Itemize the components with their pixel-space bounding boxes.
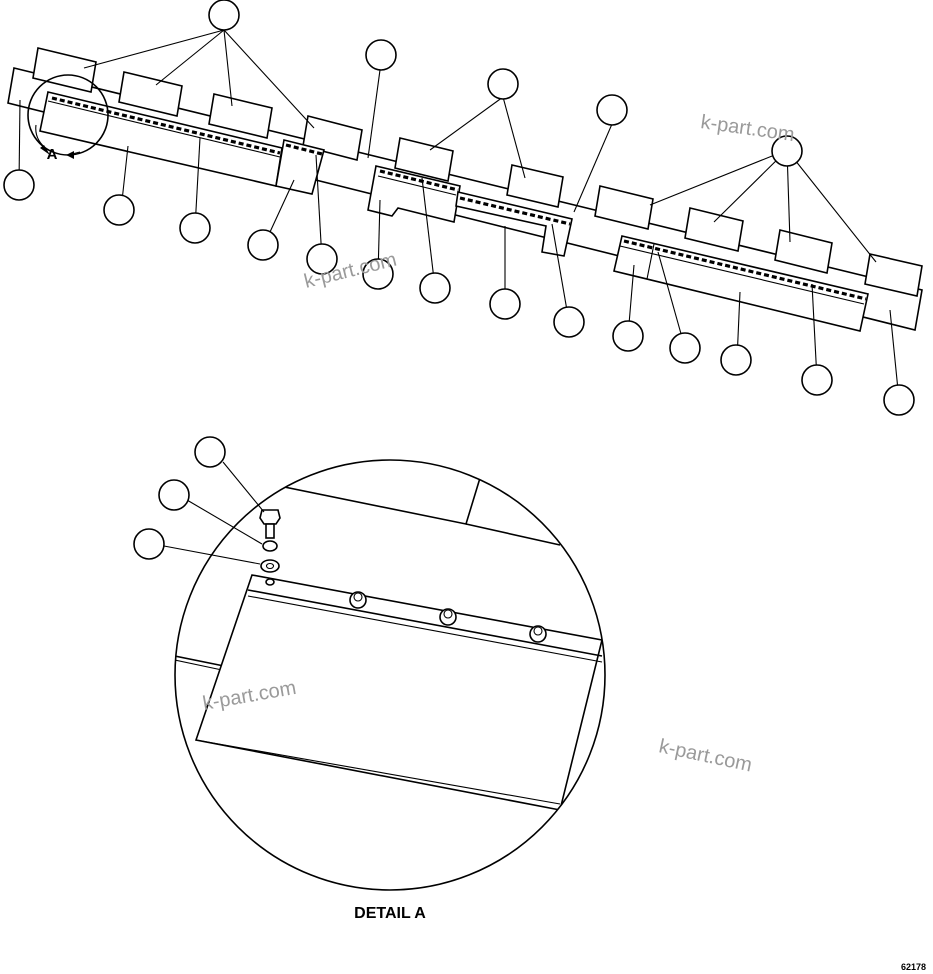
balloon <box>194 436 226 468</box>
tab-10 <box>864 253 923 297</box>
tab-1 <box>32 47 97 93</box>
balloon <box>306 243 338 275</box>
detail-a-view: DETAIL A <box>133 436 606 922</box>
tab-2 <box>118 71 183 117</box>
bolt-head <box>439 608 457 626</box>
balloon <box>208 0 240 31</box>
tab-3 <box>208 93 273 139</box>
detail-marker-label: A <box>47 146 58 163</box>
bolt-head <box>349 591 367 609</box>
callout-balloons <box>3 0 915 416</box>
detail-arrow-left <box>40 145 50 155</box>
balloon <box>553 306 585 338</box>
balloon <box>596 94 628 126</box>
detail-a-frame <box>174 459 606 891</box>
balloon <box>487 68 519 100</box>
watermark-text: k-part.com <box>699 111 796 146</box>
edge-plate-middle-2 <box>455 191 573 257</box>
balloon <box>669 332 701 364</box>
bolt-head <box>529 625 547 643</box>
balloon <box>3 169 35 201</box>
balloon <box>612 320 644 352</box>
balloon <box>489 288 521 320</box>
watermark-text: k-part.com <box>657 735 754 776</box>
balloon <box>133 528 165 560</box>
flat-washer <box>260 559 280 573</box>
tab-6 <box>506 164 564 208</box>
balloon <box>801 364 833 396</box>
balloon <box>419 272 451 304</box>
tab-8 <box>684 207 744 252</box>
edge-plate-middle <box>367 165 461 223</box>
balloon <box>158 479 190 511</box>
balloon <box>720 344 752 376</box>
balloon <box>247 229 279 261</box>
balloon <box>179 212 211 244</box>
detail-title: DETAIL A <box>354 905 426 922</box>
balloon <box>362 258 394 290</box>
lock-washer <box>262 540 278 552</box>
balloon <box>365 39 397 71</box>
figure-number: 62178 <box>901 962 926 972</box>
corner-plate <box>275 139 325 195</box>
balloon <box>103 194 135 226</box>
tab-9 <box>774 229 833 274</box>
balloon <box>771 135 803 167</box>
bar-assembly: A <box>3 0 923 416</box>
detail-arrow-right <box>66 151 74 159</box>
bolt-hole <box>265 578 275 586</box>
tab-7 <box>594 185 654 230</box>
exploded-bolt <box>259 509 281 539</box>
balloon <box>883 384 915 416</box>
